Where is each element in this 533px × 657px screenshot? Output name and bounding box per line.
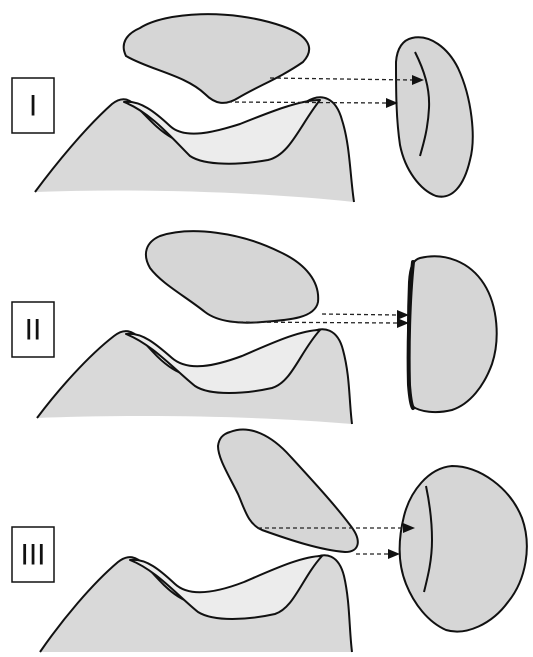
panel-2-upper-shape	[146, 231, 318, 322]
panel-2: II	[12, 231, 497, 424]
panel-1-label: I	[29, 90, 37, 123]
panel-1-arrow-1	[270, 78, 413, 80]
panel-2-label: II	[25, 314, 42, 347]
panel-2-section	[408, 256, 497, 412]
panel-3: III	[12, 429, 527, 652]
panel-3-upper-shape	[218, 429, 358, 552]
panel-1: I	[12, 14, 473, 202]
panel-2-arrow-2	[322, 314, 398, 315]
panel-1-upper-shape	[124, 14, 309, 103]
panel-3-section	[400, 466, 527, 632]
panel-1-arrow-2	[228, 102, 387, 103]
panel-3-arrowhead-2	[388, 549, 400, 559]
panel-3-label: III	[20, 539, 45, 572]
panel-1-section	[396, 37, 473, 196]
